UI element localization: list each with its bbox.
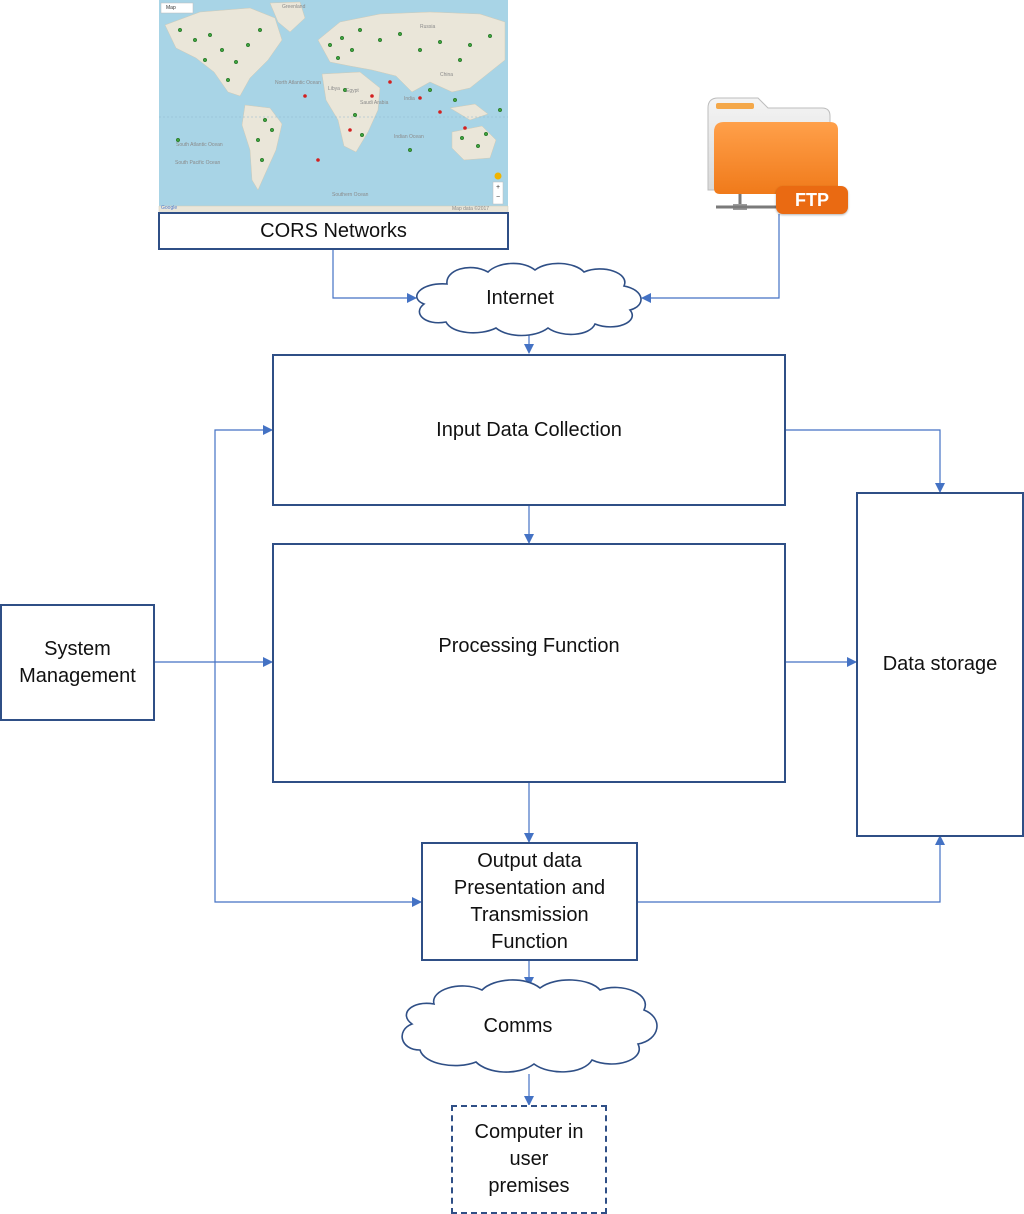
pegman-icon[interactable] [494, 172, 502, 180]
ftp-label: FTP [795, 189, 829, 210]
connectors [154, 214, 945, 1106]
cors-networks-box: CORS Networks [158, 212, 509, 250]
map-zoom-control[interactable] [492, 181, 504, 205]
processing-function-box: Processing Function [272, 543, 786, 783]
arrow-cors-to-internet [332, 249, 417, 303]
input-data-collection-box: Input Data Collection [272, 354, 786, 506]
map-label-south-atlantic: South Atlantic Ocean [176, 142, 223, 148]
system-management-box: System Management [0, 604, 155, 721]
map-label-indian-ocean: Indian Ocean [394, 134, 424, 140]
map-label-russia: Russia [420, 24, 436, 30]
map-label-india: India [404, 96, 415, 102]
map-label-china: China [440, 72, 454, 78]
cors-station-markers [175, 27, 503, 163]
internet-label: Internet [486, 287, 554, 309]
arrow-output-to-storage [637, 835, 945, 903]
comms-label: Comms [483, 1015, 553, 1037]
computer-user-premises-label: Computer in user premises [474, 1121, 584, 1197]
map-label-southern-ocean: Southern Ocean [332, 192, 369, 198]
map-label-libya: Libya [328, 86, 340, 92]
map-google-logo: Google [161, 205, 178, 211]
input-data-collection-label: Input Data Collection [436, 418, 622, 441]
arrow-sysmgmt-to-output [214, 662, 422, 907]
map-label-saudi-arabia: Saudi Arabia [360, 100, 389, 106]
arrow-sysmgmt-to-input [214, 425, 273, 662]
map-label-south-pacific: South Pacific Ocean [175, 160, 221, 166]
arrow-ftp-to-internet [641, 214, 780, 303]
map-type-label: Map [166, 5, 176, 11]
cors-station-markers-red [303, 80, 467, 162]
ftp-badge: FTP [776, 186, 848, 214]
cors-networks-label: CORS Networks [260, 219, 407, 242]
arrow-input-to-storage [785, 429, 945, 493]
map-attribution: Map data ©2017 [452, 206, 490, 212]
computer-user-premises-box: Computer in user premises [451, 1105, 607, 1214]
map-label-greenland: Greenland [282, 4, 306, 10]
internet-cloud [416, 262, 642, 337]
map-label-north-atlantic: North Atlantic Ocean [275, 80, 321, 86]
comms-cloud [401, 979, 658, 1073]
zoom-out-icon[interactable]: − [496, 194, 501, 201]
data-storage-box: Data storage [856, 492, 1024, 837]
processing-function-label: Processing Function [438, 635, 620, 657]
output-data-label: Output data Presentation and Transmissio… [453, 849, 606, 953]
system-management-label: System Management [19, 637, 136, 687]
map-label-egypt: Egypt [346, 88, 359, 94]
data-storage-label: Data storage [882, 653, 998, 675]
zoom-in-icon[interactable]: + [496, 184, 501, 191]
map-type-control[interactable] [160, 2, 194, 14]
output-data-box: Output data Presentation and Transmissio… [421, 842, 638, 961]
cors-map [158, 0, 509, 214]
ftp-folder-icon [707, 97, 838, 210]
